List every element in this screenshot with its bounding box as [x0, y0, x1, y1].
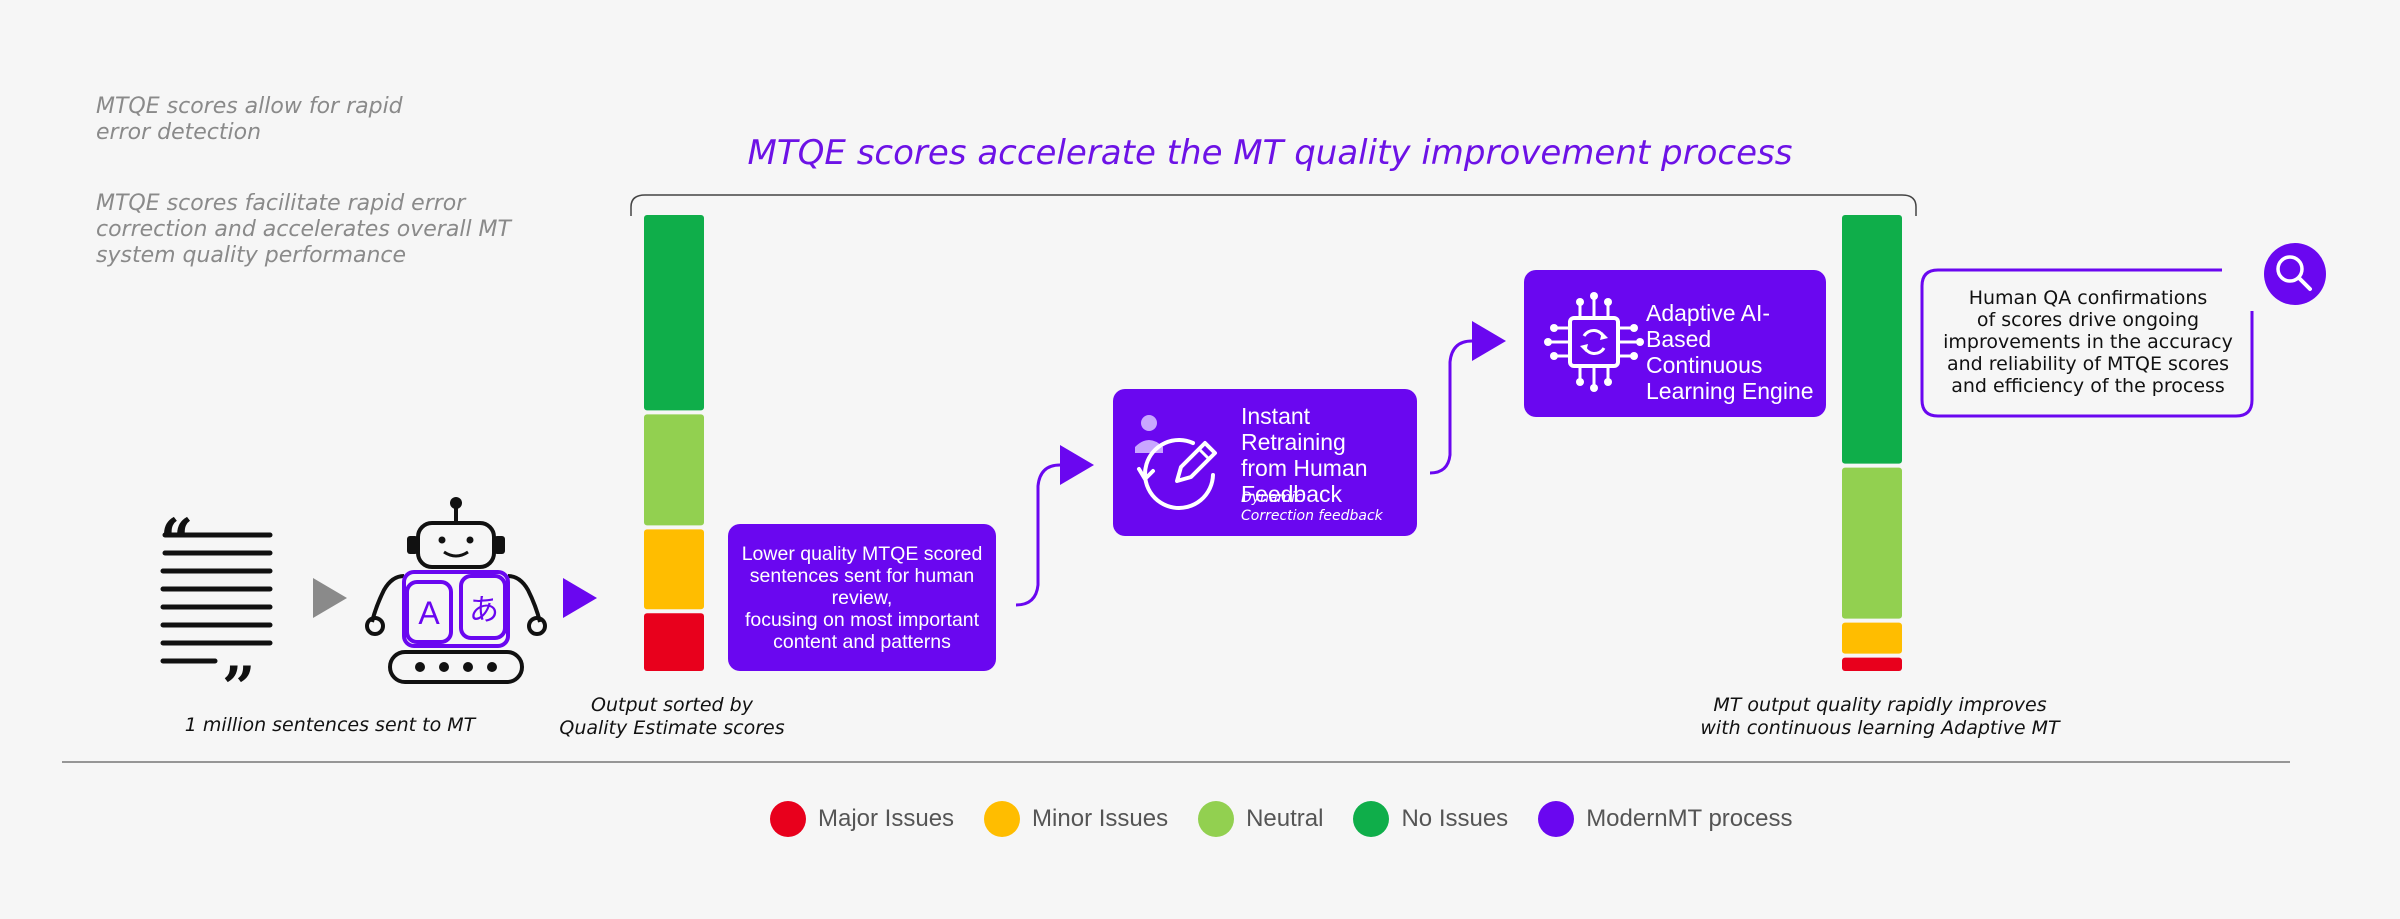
- learning-engine-box: Adaptive AI-Based Continuous Learning En…: [1524, 270, 1826, 417]
- connector-line: [1429, 339, 1473, 475]
- legend-swatch: [1198, 801, 1235, 837]
- retraining-subtitle: Dynamic Correction feedback: [1241, 490, 1383, 524]
- play-arrow-icon: [1472, 321, 1506, 361]
- legend-swatch: [770, 801, 806, 837]
- note-error-detection: MTQE scores allow for rapid error detect…: [96, 94, 403, 145]
- retraining-title: Instant Retraining from Human Feedback: [1241, 403, 1368, 507]
- caption-input: 1 million sentences sent to MT: [184, 714, 476, 736]
- quality-bar-before: [644, 215, 704, 671]
- source-glyph: A: [418, 595, 440, 631]
- note-error-correction: MTQE scores facilitate rapid error corre…: [96, 191, 511, 268]
- bar-segment-major: [644, 613, 704, 671]
- title-bracket: [630, 194, 1917, 216]
- bar-segment-major: [1842, 657, 1902, 671]
- retraining-box: Instant Retraining from Human Feedback D…: [1113, 389, 1417, 536]
- caption-sorted: Output sorted by Quality Estimate scores: [559, 694, 785, 739]
- legend-item: ModernMT process: [1538, 801, 1792, 837]
- legend-label: ModernMT process: [1586, 805, 1793, 832]
- diagram-title: MTQE scores accelerate the MT quality im…: [747, 133, 1793, 173]
- legend-swatch: [1538, 801, 1575, 837]
- legend-item: Minor Issues: [984, 801, 1168, 837]
- play-arrow-icon: [313, 578, 347, 618]
- bar-segment-minor: [644, 529, 704, 610]
- svg-text:”: ”: [222, 654, 255, 722]
- legend-label: Minor Issues: [1032, 805, 1169, 832]
- quality-bar-after: [1842, 215, 1902, 671]
- learning-engine-title: Adaptive AI-Based Continuous Learning En…: [1646, 300, 1814, 404]
- legend-item: No Issues: [1353, 801, 1508, 837]
- bar-segment-neutral: [1842, 467, 1902, 619]
- human-review-box: Lower quality MTQE scored sentences sent…: [728, 524, 996, 671]
- legend-item: Major Issues: [770, 801, 954, 837]
- human-feedback-edit-icon: [1135, 415, 1217, 510]
- qa-box-outline: [1920, 268, 2254, 418]
- legend-label: Neutral: [1246, 805, 1324, 832]
- legend-swatch: [984, 801, 1021, 837]
- bar-segment-minor: [1842, 622, 1902, 654]
- legend-swatch: [1353, 801, 1390, 837]
- bar-segment-no-issues: [644, 215, 704, 411]
- caption-improves: MT output quality rapidly improves with …: [1700, 694, 2060, 739]
- ai-chip-icon: [1544, 292, 1644, 392]
- legend-item: Neutral: [1198, 801, 1323, 837]
- human-review-text: Lower quality MTQE scored sentences sent…: [741, 542, 983, 653]
- legend-label: No Issues: [1401, 805, 1509, 832]
- legend-label: Major Issues: [818, 805, 955, 832]
- play-arrow-icon: [563, 578, 597, 618]
- document-quote-icon: “ ”: [160, 506, 273, 722]
- bar-segment-neutral: [644, 414, 704, 526]
- translation-robot-icon: A あ: [365, 497, 547, 684]
- search-icon: [2264, 243, 2326, 305]
- bar-segment-no-issues: [1842, 215, 1902, 464]
- legend: Major Issues Minor Issues Neutral No Issues…: [770, 801, 1792, 837]
- qa-text: Human QA confirmations of scores drive o…: [1943, 287, 2233, 397]
- svg-text:“: “: [160, 506, 193, 574]
- connector-line: [1015, 463, 1061, 607]
- target-glyph: あ: [469, 593, 499, 628]
- play-arrow-icon: [1060, 445, 1094, 485]
